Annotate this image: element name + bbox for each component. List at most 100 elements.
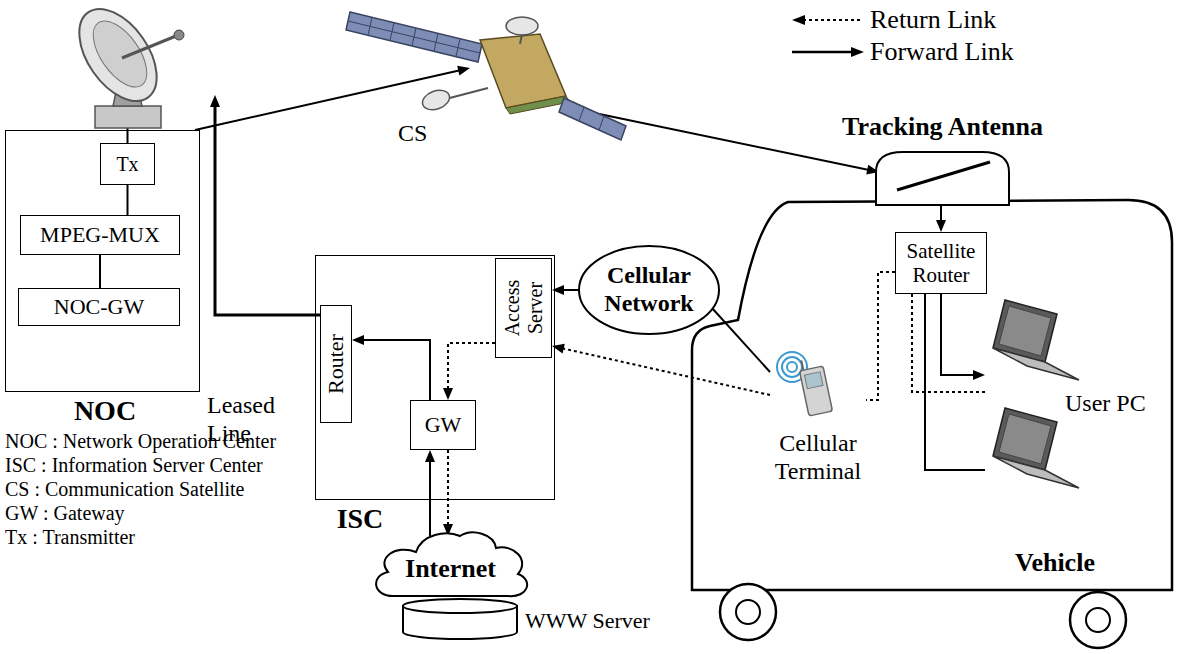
process-box: NOC-GW <box>18 288 180 326</box>
phone-antenna <box>801 360 803 370</box>
connector-line <box>941 294 976 375</box>
satellite-body <box>480 34 566 108</box>
internet-cloud: Internet <box>368 530 533 600</box>
arrowhead <box>352 335 364 345</box>
station-box: NOCTxMPEG-MUXNOC-GW <box>5 130 200 392</box>
panel-grid <box>348 17 480 56</box>
connector-line <box>361 340 430 400</box>
connector <box>195 66 470 130</box>
node-heading: Cellular Terminal <box>770 430 866 485</box>
router-box: Router <box>320 305 352 423</box>
laptop-icon <box>993 408 1079 488</box>
radio-wave <box>782 357 802 377</box>
wheel <box>1070 592 1126 648</box>
node-heading: NOC <box>55 395 155 427</box>
wheel-hub <box>1086 608 1110 632</box>
connector <box>100 255 101 288</box>
node-label: Satellite Router <box>899 239 983 287</box>
dish-base <box>95 106 161 128</box>
ellipse-outline <box>579 246 719 334</box>
arrowhead <box>210 95 220 107</box>
node-label: MPEG-MUX <box>40 222 160 247</box>
tracking-antenna: Tracking Antenna <box>875 150 1010 205</box>
satellite-node: CS <box>470 30 580 120</box>
laptop-display <box>999 306 1051 356</box>
cellular-terminal: Cellular Terminal <box>770 350 866 490</box>
node-heading: WWW Server <box>525 608 650 633</box>
satellite-illustration <box>346 12 626 140</box>
solar-panel <box>559 98 626 140</box>
radio-wave <box>787 362 797 372</box>
router-box: Satellite Router <box>895 232 987 294</box>
arrowhead <box>425 450 435 462</box>
node-label: Tx <box>116 153 138 176</box>
connector <box>912 294 985 392</box>
grid-line <box>412 28 416 46</box>
server-cylinder: WWW Server <box>402 598 518 640</box>
dish-reflector <box>64 0 173 115</box>
laptop-display <box>999 414 1051 464</box>
connector <box>425 450 435 536</box>
dish-antenna <box>64 0 184 143</box>
vehicle-outline: Vehicle Tracking AntennaSatellite RouterC… <box>688 150 1178 652</box>
node-heading: CS <box>398 120 442 148</box>
connector <box>712 308 770 372</box>
connector-line <box>99 255 101 288</box>
node-heading: Tracking Antenna <box>795 112 1090 142</box>
dish-inner <box>83 12 158 96</box>
vehicle-body <box>692 200 1172 590</box>
note-text: Tx : Transmitter <box>5 526 135 549</box>
connector <box>127 185 128 215</box>
connector <box>443 450 453 536</box>
connector-line <box>925 294 985 470</box>
node-label: Router <box>323 309 348 419</box>
phone-icon <box>797 356 832 416</box>
phone-body <box>799 366 832 416</box>
grid-line <box>579 107 584 121</box>
antenna-panel <box>897 162 990 190</box>
arrowhead <box>552 285 564 295</box>
node-heading: ISC <box>330 503 390 535</box>
node-label: Access Server <box>501 262 547 354</box>
wheel-hub <box>736 600 760 624</box>
connector-line <box>448 343 495 391</box>
dish-feed-arm <box>122 36 176 58</box>
arrowhead <box>552 344 565 354</box>
connector <box>210 95 320 315</box>
node-heading: User PC <box>1065 390 1146 418</box>
network-ellipse: Cellular Network <box>578 245 720 335</box>
connector <box>443 343 495 400</box>
server-box: Access Server <box>495 258 552 358</box>
node-heading: Vehicle <box>1015 548 1135 578</box>
connector <box>352 335 430 400</box>
process-box: MPEG-MUX <box>20 215 180 255</box>
connector-line <box>561 348 770 395</box>
note-text: CS : Communication Satellite <box>5 478 244 501</box>
note-text: ISC : Information Server Center <box>5 454 263 477</box>
connector-line <box>429 459 431 536</box>
connector-line <box>127 185 129 215</box>
connector-line <box>447 450 449 527</box>
legend-label: Forward Link <box>870 37 1014 67</box>
laptop-base <box>993 456 1079 488</box>
legend-samples <box>792 15 864 57</box>
connector-line <box>580 110 870 170</box>
forward-link-sample <box>792 51 852 54</box>
process-box: Tx <box>100 143 155 185</box>
satellite-dish <box>420 87 452 113</box>
connector-line <box>866 272 895 400</box>
node-label: Internet <box>405 554 496 584</box>
laptop-icon <box>993 300 1079 380</box>
node-label: NOC-GW <box>54 294 144 319</box>
grid-line <box>599 116 604 130</box>
return-link-sample <box>803 19 862 21</box>
note-text: GW : Gateway <box>5 502 125 525</box>
connector <box>941 294 985 380</box>
solar-panel <box>346 12 482 62</box>
arrowhead <box>443 388 453 400</box>
arrowhead <box>936 220 946 232</box>
grid-line <box>348 21 480 53</box>
node-label: GW <box>425 412 462 437</box>
connector <box>580 110 879 174</box>
arrowhead <box>851 47 864 57</box>
